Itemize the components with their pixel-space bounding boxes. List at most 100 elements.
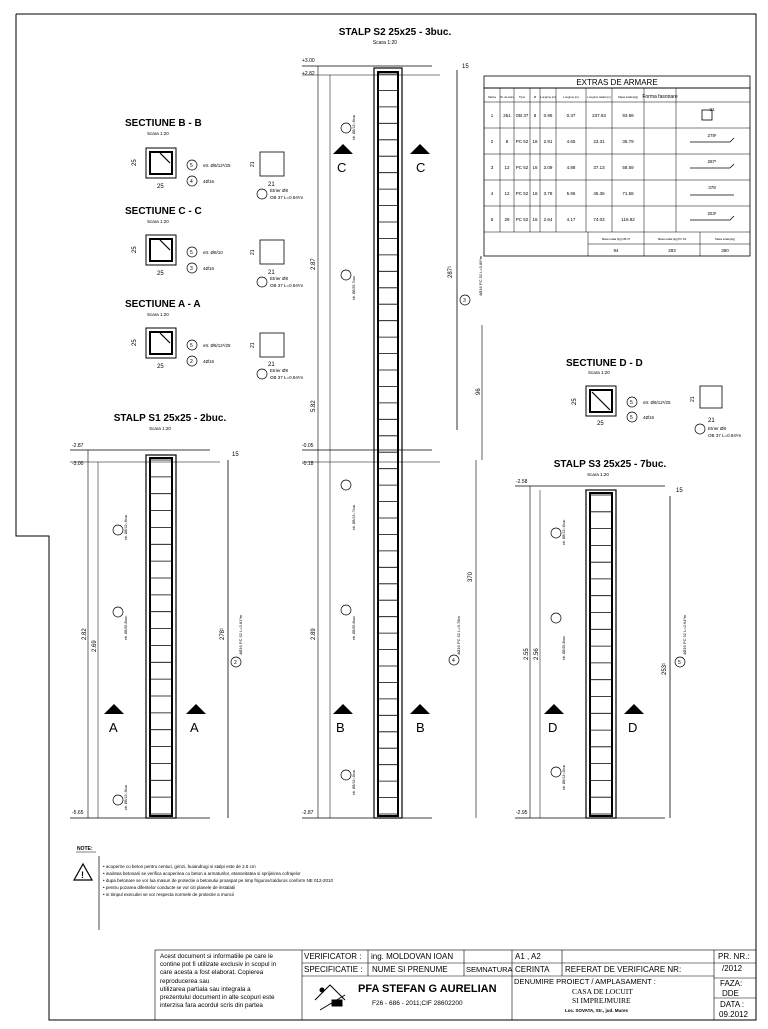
- firm-name: PFA STEFAN G AURELIAN: [358, 983, 497, 995]
- section-b-marker-5-num: 5: [190, 163, 193, 169]
- s3-marker-5: [674, 656, 686, 668]
- section-d-stirrup-detail: [699, 385, 723, 409]
- pr-value: /2012: [722, 964, 743, 973]
- section-c-side-w: 25: [157, 271, 164, 277]
- section-b-side-h: 25: [132, 159, 138, 166]
- extras-header: Tipul: [519, 95, 525, 99]
- denumire-label: DENUMIRE PROIECT / AMPLASAMENT :: [514, 977, 656, 986]
- project-line2: SI IMPREJMUIRE: [572, 996, 631, 1005]
- s2-cut-b-right-label: B: [416, 720, 425, 735]
- s2-cover: 15: [462, 64, 469, 70]
- section-a-hook-dim: 21: [250, 342, 256, 348]
- section-c-stirrup-detail: [259, 239, 285, 265]
- section-a-detail-line1: Etrier Ø8: [270, 368, 289, 373]
- s3-cut-d-right-label: D: [628, 720, 637, 735]
- firm-registration: F26 - 686 - 2011;CIF 28602200: [372, 1000, 463, 1007]
- section-a-detail-marker: [256, 368, 268, 380]
- extras-cell: 2.64: [544, 217, 553, 222]
- extras-total: 380: [721, 248, 729, 253]
- s2-column-outline: [373, 67, 403, 819]
- extras-shape-label: 287¹: [707, 159, 717, 164]
- extras-shape-label: 253¹: [707, 211, 717, 216]
- verificator-label: VERIFICATOR :: [304, 952, 362, 961]
- disclaimer-line: utilizarea partiala sau integrala a: [160, 985, 251, 993]
- s3-cage: [589, 492, 613, 817]
- firm-logo-icon: [314, 984, 346, 1011]
- s1-h2: 2.69: [92, 640, 98, 652]
- note-line: • inaintea betonarii se verifica acoperi…: [103, 871, 301, 876]
- section-b-detail-marker: [256, 188, 268, 200]
- section-b-marker-4-num: 4: [190, 179, 193, 185]
- extras-cell: 12: [504, 165, 510, 170]
- section-c-scale: Scara 1:20: [147, 219, 169, 224]
- section-d-title: SECTIUNE D - D: [566, 358, 643, 369]
- extras-cell: 116.82: [621, 217, 635, 222]
- section-b-scale: Scara 1:20: [147, 131, 169, 136]
- extras-cell: 23.31: [593, 139, 605, 144]
- section-b-hook: [159, 152, 171, 164]
- s2-elev-top2: +2.82: [302, 71, 315, 77]
- extras-body: [483, 87, 751, 257]
- section-c-detail-marker: [256, 276, 268, 288]
- section-a-stirrup-label: etr. Ø8/12¹/25: [203, 343, 231, 348]
- s2-cut-b-right: [410, 704, 430, 714]
- s1-elev-top2: -3.00: [72, 461, 84, 467]
- s2-etr-marker-3: [340, 479, 352, 491]
- s2-cage: [377, 71, 399, 817]
- section-a-side-h: 25: [132, 339, 138, 346]
- section-a-marker-2: [186, 355, 198, 367]
- project-line3: Loc. SOVATA, Str., jud. Mures: [565, 1008, 629, 1013]
- extras-cell: PC 52: [516, 191, 529, 196]
- section-d-hook: [591, 391, 611, 411]
- section-b-square: [145, 147, 177, 179]
- s2-elev-mid2: -0.18: [302, 461, 314, 467]
- note-lines: • acoperire cu beton pentru centuri, gri…: [103, 864, 333, 897]
- extras-cell: 12: [504, 191, 510, 196]
- s3-cover: 15: [676, 488, 683, 494]
- s1-stirrups: [150, 459, 172, 815]
- section-d-scale: Scara 1:20: [588, 370, 610, 375]
- section-d-side-h: 25: [572, 398, 578, 405]
- s2-etr-label-1: etr. Ø8/12¹-6buc.: [352, 114, 356, 140]
- s1-cut-a-right: [186, 704, 206, 714]
- extras-cell: 74.03: [593, 217, 605, 222]
- section-c-marker-5-num: 5: [190, 250, 193, 256]
- s1-etr-marker-2: [112, 606, 124, 618]
- s2-dim-total: 5.82: [311, 400, 317, 412]
- pr-label: PR. NR.:: [718, 952, 750, 961]
- section-c-hook: [159, 239, 171, 251]
- s1-elev-top1: -2.87: [72, 443, 84, 449]
- s2-cut-c-left-label: C: [337, 160, 346, 175]
- s1-etr-label-2: etr. Ø8/25-8buc.: [124, 615, 128, 640]
- section-a-marker-2-num: 2: [190, 359, 193, 365]
- specificatie-label: SPECIFICATIE :: [304, 965, 363, 974]
- s3-stirrups: [590, 494, 612, 815]
- s3-elev-top: -2.58: [516, 479, 528, 485]
- extras-cell: 5: [491, 217, 494, 222]
- extras-cell: 93.98: [622, 113, 634, 118]
- section-c-marker-3-num: 3: [190, 266, 193, 272]
- section-a-side-w: 25: [157, 364, 164, 370]
- s3-cut-d-right: [624, 704, 644, 714]
- s1-h1: 2.82: [82, 628, 88, 640]
- section-b-side-w: 25: [157, 184, 164, 190]
- disclaimer-line: interzisa fara acordul scris din partea: [160, 1002, 263, 1010]
- extras-cell: 3: [491, 165, 494, 170]
- s3-etr-marker-2: [550, 612, 562, 624]
- a1a2-label: A1 , A2: [515, 952, 541, 961]
- s2-marker-4-num: 4: [452, 658, 455, 664]
- data-value: 09.2012: [719, 1010, 748, 1019]
- extras-shapes: [690, 109, 735, 221]
- s2-etr-marker-1: [340, 122, 352, 134]
- section-b-marker-4: [186, 175, 198, 187]
- s2-elev-bot: -2.87: [302, 810, 314, 816]
- s2-marker-3: [459, 294, 471, 306]
- extras-header: Masa totala [kg]: [618, 95, 638, 99]
- disclaimer-line: Acest document si informatiile pe care l…: [160, 953, 274, 960]
- extras-cell: 1: [491, 113, 494, 118]
- extras-cell: 4.17: [567, 217, 576, 222]
- section-c-marker-5: [186, 246, 198, 258]
- s3-title: STALP S3 25x25 - 7buc.: [554, 459, 667, 470]
